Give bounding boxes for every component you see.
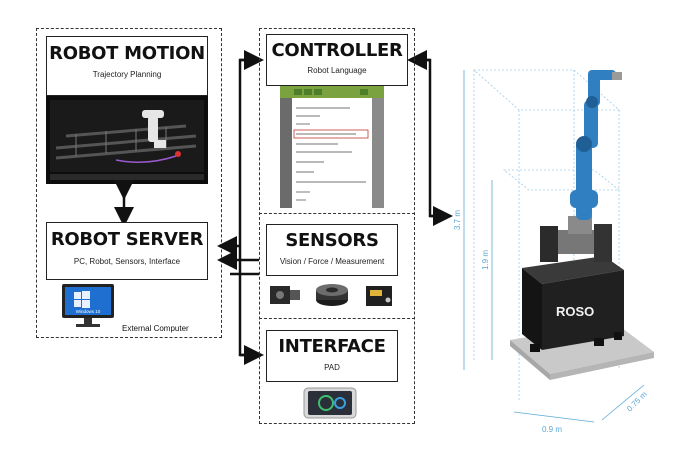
measurement-sensor-icon <box>366 286 392 306</box>
height-total-label: 3.7 m <box>453 210 462 230</box>
sensors-panel[interactable]: SENSORS Vision / Force / Measurement <box>266 224 398 276</box>
force-sensor-icon <box>316 284 348 306</box>
sensor-devices <box>266 278 406 314</box>
tablet-pad-icon <box>300 384 360 420</box>
trajectory-planning-screenshot <box>46 96 208 184</box>
width-label: 0.9 m <box>542 425 562 434</box>
controller-title: CONTROLLER <box>271 40 403 61</box>
interface-panel[interactable]: INTERFACE PAD <box>266 330 398 382</box>
robot-illustration: 3.7 m 1.9 m 0.9 m 0.75 m ROSO <box>444 40 694 440</box>
interface-subtitle: PAD <box>324 363 340 372</box>
right-group <box>259 28 415 424</box>
robot-server-title: ROBOT SERVER <box>50 229 204 250</box>
left-group <box>36 28 222 338</box>
monitor-screen-text: Windows 10 <box>76 309 101 314</box>
external-computer-label: External Computer <box>122 324 189 333</box>
sensors-title: SENSORS <box>285 230 379 251</box>
depth-label: 0.75 m <box>625 390 649 414</box>
height-base-label: 1.9 m <box>481 250 490 270</box>
sensors-subtitle: Vision / Force / Measurement <box>279 257 385 266</box>
roso-brand-label: ROSO <box>556 304 594 319</box>
right-group-divider-2 <box>259 318 415 319</box>
interface-title: INTERFACE <box>278 336 386 357</box>
robot-motion-subtitle: Trajectory Planning <box>92 70 162 79</box>
controller-subtitle: Robot Language <box>307 66 367 75</box>
controller-panel[interactable]: CONTROLLER Robot Language <box>266 34 408 86</box>
right-group-divider-1 <box>259 213 415 214</box>
robot-server-subtitle: PC, Robot, Sensors, Interface <box>73 257 181 266</box>
trajectory-scene <box>46 96 208 184</box>
robot-server-panel[interactable]: ROBOT SERVER PC, Robot, Sensors, Interfa… <box>46 222 208 280</box>
monitor-icon: Windows 10 <box>60 282 116 330</box>
camera-icon <box>270 286 300 304</box>
robot-language-screenshot <box>280 86 384 208</box>
robot-motion-title: ROBOT MOTION <box>49 43 205 64</box>
robot-motion-panel[interactable]: ROBOT MOTION Trajectory Planning <box>46 36 208 96</box>
